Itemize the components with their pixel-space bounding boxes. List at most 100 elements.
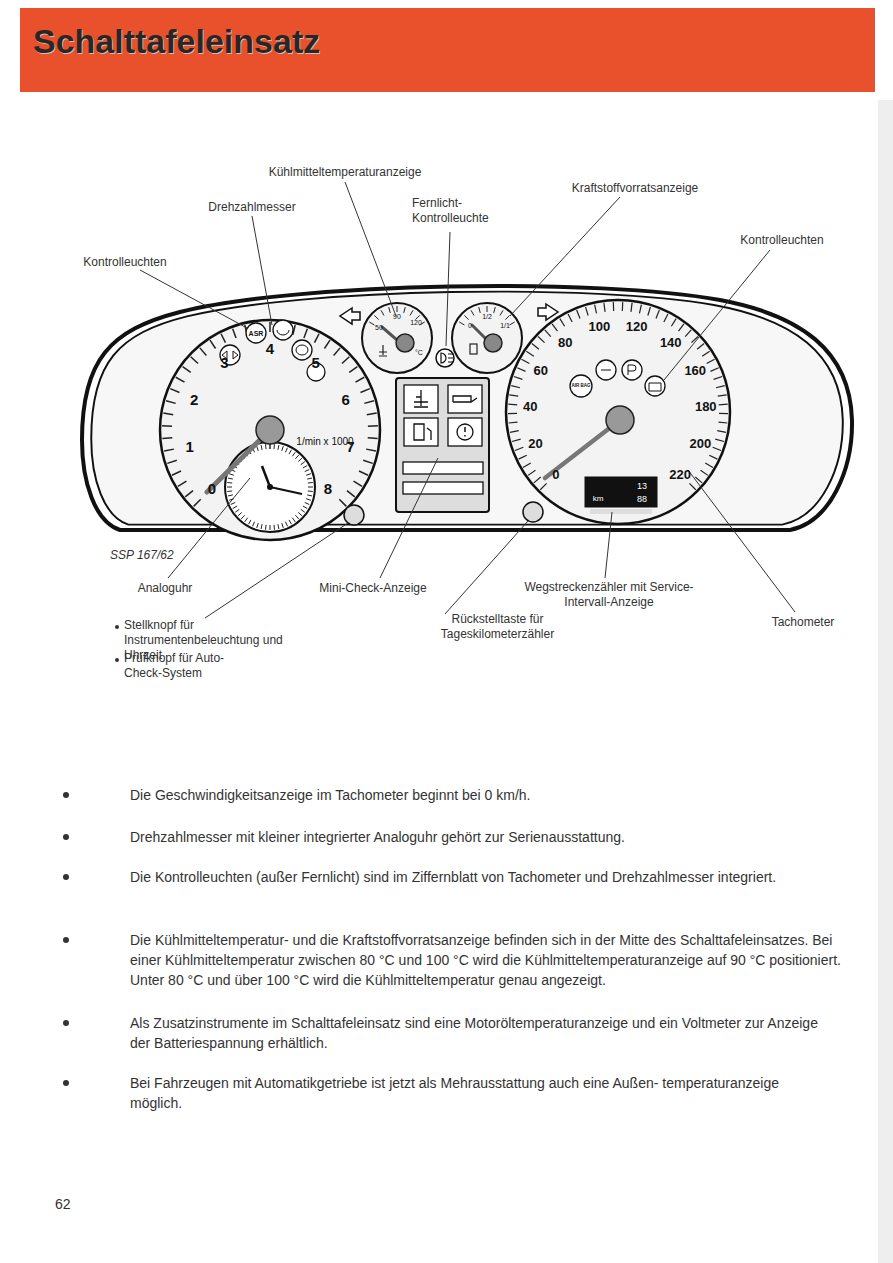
scale-tick — [679, 324, 684, 331]
callout-label: Mini-Check-Anzeige — [319, 582, 426, 594]
callout-label: 20 — [528, 436, 542, 449]
scale-tick — [233, 506, 237, 509]
callout-label: 0 — [468, 322, 472, 329]
scale-tick — [718, 395, 727, 396]
scale-tick — [298, 512, 302, 515]
scale-tick — [228, 478, 233, 479]
needle-hub — [484, 334, 502, 352]
scale-tick — [167, 460, 177, 463]
scale-tick — [528, 470, 535, 475]
scale-tick — [342, 357, 349, 364]
scale-tick — [364, 401, 374, 404]
warning-lamp — [273, 320, 293, 340]
scale-tick — [285, 522, 287, 527]
scale-tick — [334, 348, 340, 356]
scale-tick — [308, 487, 313, 488]
scale-tick — [273, 444, 275, 449]
scale-tick — [552, 324, 557, 331]
callout-label: °C — [415, 349, 423, 356]
callout-label: Analoguhr — [138, 582, 193, 594]
scale-tick — [245, 518, 248, 522]
scale-tick — [305, 502, 310, 504]
mini-check-display — [396, 378, 489, 512]
scale-tick — [508, 413, 517, 414]
scale-tick — [269, 322, 271, 332]
callout-label: 100 — [588, 320, 610, 333]
scale-tick — [227, 482, 232, 484]
scale-tick — [381, 310, 384, 315]
scale-tick — [307, 495, 312, 496]
scale-tick — [705, 463, 713, 468]
scale-tick — [306, 499, 311, 501]
scale-tick — [289, 520, 292, 524]
scale-tick — [210, 340, 216, 348]
scale-tick — [510, 322, 515, 325]
scale-tick — [389, 307, 391, 313]
callout-label: Kühlmitteltemperaturanzeige — [269, 166, 422, 178]
scale-tick — [229, 474, 234, 476]
scale-tick — [273, 525, 275, 530]
scale-tick — [191, 357, 198, 364]
scale-tick — [713, 447, 721, 450]
scale-tick — [545, 330, 551, 337]
scale-tick — [261, 524, 262, 529]
scale-tick — [265, 525, 267, 530]
scale-tick — [347, 491, 355, 497]
scale-tick — [709, 455, 717, 459]
leader-lines — [140, 182, 795, 618]
scale-tick — [257, 523, 259, 528]
body-text: Die Kühlmitteltemperatur- und die Krafts… — [130, 930, 852, 990]
callout-label: Prüfknopf für Auto-Check-System — [124, 651, 254, 681]
scale-tick — [359, 471, 368, 475]
scale-tick — [295, 515, 298, 519]
scale-tick — [540, 483, 546, 489]
scale-tick — [170, 389, 179, 393]
callout-label: ASR — [249, 330, 264, 337]
scale-tick — [227, 490, 232, 492]
page-edge — [878, 100, 893, 1263]
callout-label: 5 — [311, 354, 319, 369]
scale-tick — [639, 305, 641, 314]
callout-label: SSP 167/62 — [110, 548, 174, 563]
scale-tick — [257, 446, 259, 451]
callout-label: 140 — [660, 335, 682, 348]
scale-tick — [648, 307, 651, 316]
callout-label: 80 — [558, 335, 572, 348]
scale-tick — [521, 359, 529, 363]
scale-tick — [306, 474, 311, 476]
callout-label: Tachometer — [772, 616, 835, 628]
callout-label: Wegstreckenzähler mit Service-Intervall-… — [520, 580, 698, 610]
turn-signal-right — [538, 304, 558, 320]
scale-tick — [339, 499, 346, 506]
needle-hub — [606, 406, 634, 434]
scale-tick — [514, 377, 523, 380]
scale-tick — [577, 310, 580, 318]
scale-tick — [374, 315, 378, 319]
speedometer-dial — [506, 300, 730, 524]
warning-lamp — [622, 360, 642, 380]
callout-label: 8 — [324, 480, 332, 495]
scale-tick — [228, 495, 233, 496]
scale-tick — [631, 303, 632, 312]
scale-tick — [303, 506, 307, 509]
scale-tick — [185, 491, 193, 497]
scale-tick — [664, 314, 668, 322]
scale-tick — [560, 319, 565, 327]
scale-tick — [301, 509, 305, 512]
needle-hub — [396, 334, 414, 352]
scale-tick — [200, 348, 206, 356]
callout-label: 6 — [342, 391, 350, 406]
scale-tick — [282, 523, 284, 528]
callout-label: 60 — [534, 363, 548, 376]
scale-tick — [366, 449, 376, 451]
scale-tick — [523, 463, 531, 468]
scale-tick — [716, 386, 725, 388]
scale-tick — [604, 303, 605, 312]
warning-lamp — [246, 323, 266, 343]
odometer-display — [585, 477, 657, 507]
scale-tick — [707, 359, 715, 363]
scale-tick — [307, 478, 312, 479]
body-text: Bei Fahrzeugen mit Automatikgetriebe ist… — [130, 1073, 830, 1113]
analog-clock — [225, 442, 315, 532]
scale-tick — [356, 377, 365, 382]
